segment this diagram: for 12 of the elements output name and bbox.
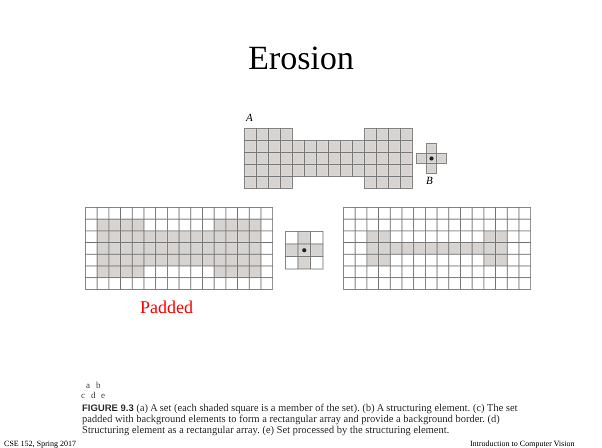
footer-text: Introduction to Computer Vision [470,439,574,448]
panel-letter: b [96,380,100,390]
annotation-text: Padded [140,297,193,318]
set-label: A [246,112,253,124]
panel-letter: a [86,380,90,390]
panel-letter: e [101,390,105,400]
slide-title: Erosion [247,40,355,78]
panel-letter: c [81,390,85,400]
figure-caption: FIGURE 9.3 (a) A set (each shaded square is a member of the set). (b) A structuring element. (c) The set padded with background elements to form a rectangular array and provide a background border. (d) Structuring element as a rectangular array. (e) Set processed by the structuring element. [82,403,519,436]
set-label: B [426,175,433,187]
footer-text: CSE 152, Spring 2017 [4,439,76,448]
panel-letter: d [91,390,96,400]
